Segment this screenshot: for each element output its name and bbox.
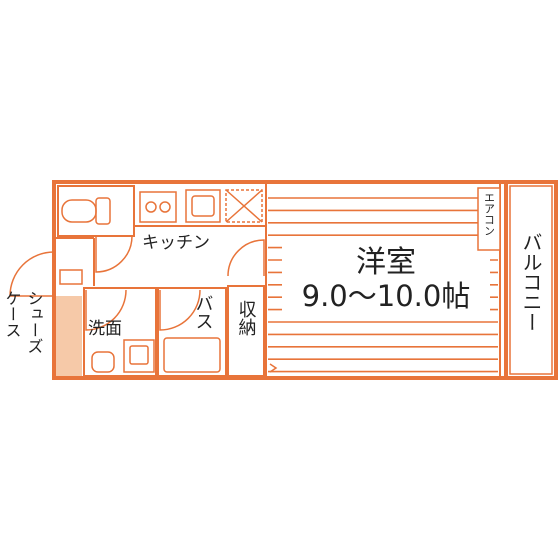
air-conditioner-box [477,187,501,251]
western-room-label-backing [282,240,490,318]
toilet-door-swing [95,235,133,273]
toilet-tank [95,197,111,225]
western-room-name: 洋室 [356,245,416,280]
refrigerator-space [225,189,263,223]
washroom [83,287,157,377]
shoe-case-label: ケース [3,290,22,338]
washbasin [91,351,115,373]
shoe-case-label: シューズ [25,290,44,354]
washroom-label: 洗面 [88,319,122,339]
sink [185,189,221,223]
washing-machine [123,339,155,373]
stove-burner-left [145,201,157,213]
bath-room [157,287,227,377]
air-conditioner-label: エアコン [483,192,496,236]
balcony-floor [509,185,553,375]
stove [139,191,177,223]
entrance-door-swing [9,251,55,297]
stove-burner-right [159,201,171,213]
bath-door-swing [159,289,201,331]
western-room-floor [268,197,498,373]
storage-door-swing [227,239,265,277]
balcony-label: バルコニー [519,232,543,332]
washing-machine-drum [129,345,149,365]
fridge-cross-2 [225,189,263,223]
western-room-size: 9.0〜10.0帖 [302,279,471,313]
kitchen-label: キッチン [142,233,210,253]
balcony-outline [504,180,558,380]
storage-label: 収納 [236,300,257,336]
shoe-case-area [56,296,82,376]
storage-closet [227,285,265,377]
bathtub [163,337,221,373]
washroom-door-swing [85,289,127,331]
entrance-step [59,269,83,285]
storage-arrow [269,363,278,373]
bath-label: バス [193,294,214,330]
sink-basin [191,195,215,217]
